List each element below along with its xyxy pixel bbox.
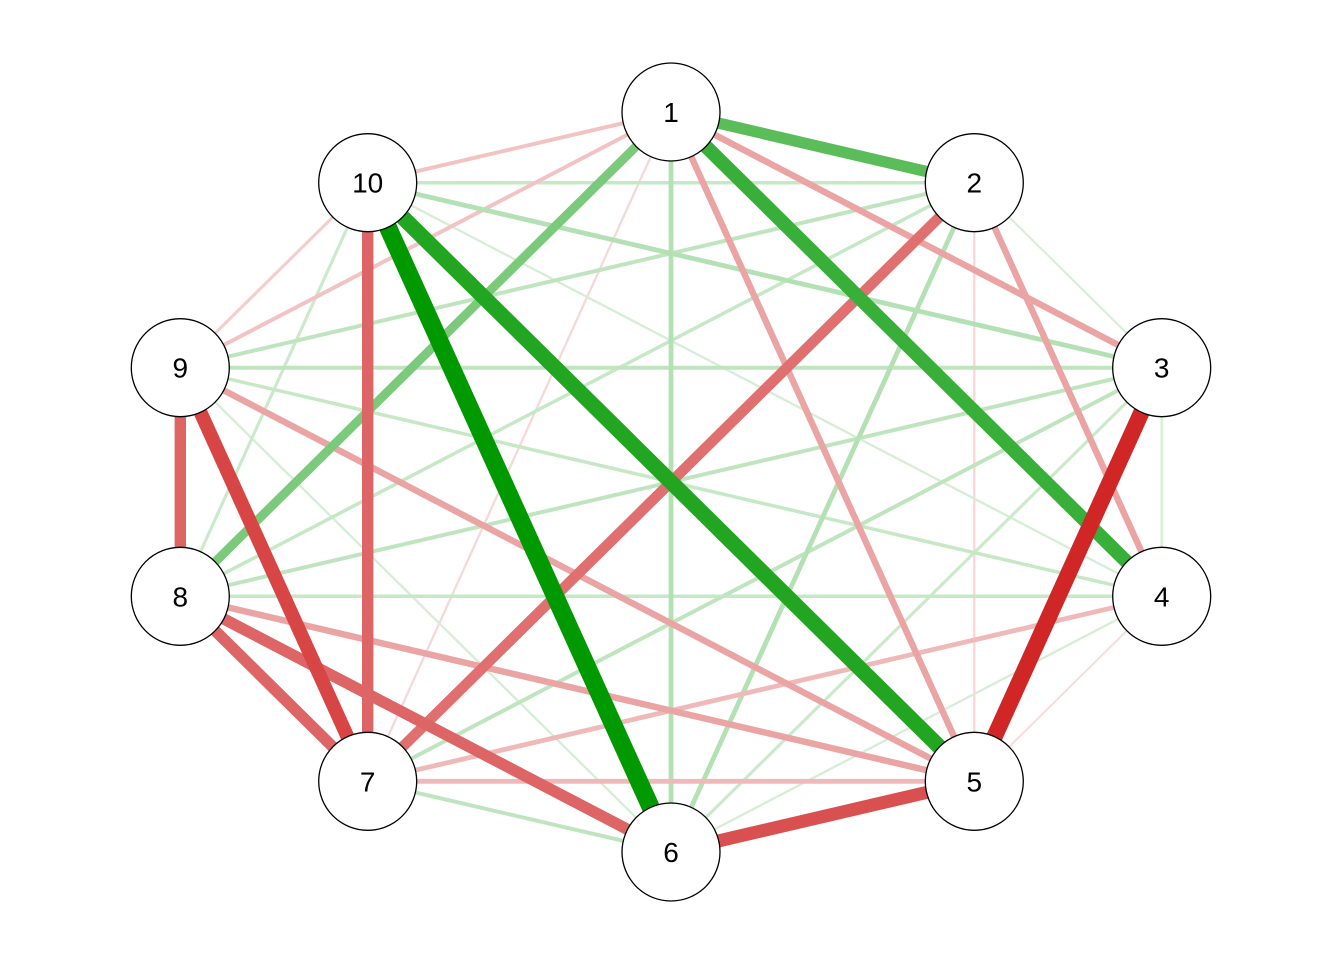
node-label: 4 [1154, 581, 1170, 612]
edge-5-6 [669, 774, 976, 859]
edge-5-8 [179, 593, 976, 785]
node-1: 1 [621, 62, 721, 162]
edge-2-6 [668, 181, 977, 853]
edge-6-7 [367, 779, 672, 854]
edge-3-10 [367, 180, 1163, 371]
edge-1-2 [669, 106, 976, 189]
node-5: 5 [924, 731, 1024, 831]
edge-1-5 [668, 110, 978, 783]
node-circle [130, 546, 230, 646]
node-circle [318, 133, 418, 233]
node-circle [1112, 546, 1212, 646]
node-label: 3 [1154, 353, 1170, 384]
edge-1-8 [177, 108, 675, 600]
node-label: 1 [663, 97, 679, 128]
node-label: 9 [173, 353, 189, 384]
edge-5-10 [362, 177, 980, 787]
edge-4-7 [367, 593, 1163, 784]
edge-1-10 [367, 110, 672, 185]
node-circle [318, 731, 418, 831]
edge-3-6 [669, 366, 1163, 854]
node-circle [924, 133, 1024, 233]
node-label: 8 [173, 581, 189, 612]
node-7: 7 [318, 731, 418, 831]
node-layer: 1 2 3 4 5 6 7 8 9 10 [130, 62, 1212, 902]
node-circle [924, 731, 1024, 831]
edge-6-10 [359, 178, 680, 856]
edge-6-9 [179, 366, 672, 853]
node-label: 7 [360, 766, 376, 797]
edge-3-5 [966, 364, 1170, 785]
node-10: 10 [318, 133, 418, 233]
node-circle [621, 62, 721, 162]
node-circle [130, 318, 230, 418]
edge-7-9 [173, 364, 375, 785]
edge-layer [173, 106, 1170, 859]
edge-1-4 [666, 107, 1167, 602]
node-label: 10 [352, 168, 383, 199]
edge-2-9 [179, 180, 975, 370]
node-label: 6 [663, 837, 679, 868]
node-6: 6 [621, 802, 721, 902]
node-circle [1112, 318, 1212, 418]
node-label: 2 [967, 168, 983, 199]
node-label: 5 [967, 766, 983, 797]
node-circle [621, 802, 721, 902]
node-4: 4 [1112, 546, 1212, 646]
node-9: 9 [130, 318, 230, 418]
node-2: 2 [924, 133, 1024, 233]
edge-2-4 [971, 181, 1165, 598]
node-8: 8 [130, 546, 230, 646]
node-3: 3 [1112, 318, 1212, 418]
edge-6-8 [177, 591, 674, 858]
